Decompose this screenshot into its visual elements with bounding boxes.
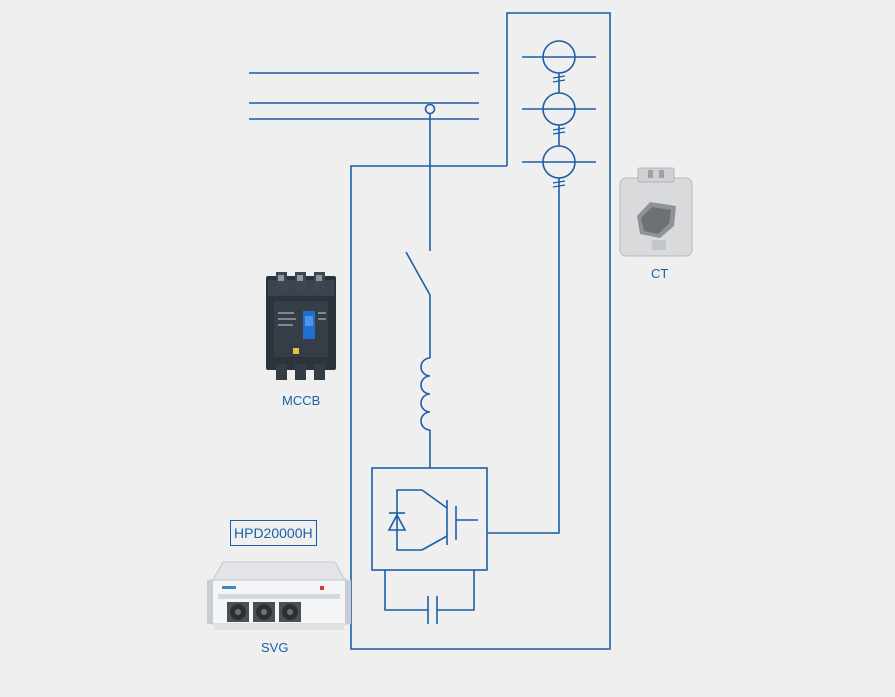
capacitor-wire-right: [437, 570, 475, 611]
ct-signal-wire: [487, 186, 560, 534]
ct-phase-c: [522, 145, 596, 179]
svg-unit-photo: [207, 561, 351, 630]
ct-secondary-marks: [552, 75, 566, 188]
enclosure-loop: [350, 12, 611, 650]
converter-box: [371, 467, 488, 571]
ct-photo: [619, 167, 693, 257]
breaker-switch-blade: [405, 251, 431, 296]
diode-triangle: [387, 513, 407, 531]
ct-label: CT: [651, 266, 669, 281]
mccb-label: MCCB: [282, 393, 321, 408]
diode-wire: [396, 489, 422, 551]
model-number-box: HPD20000H: [230, 520, 317, 546]
mccb-photo: [266, 272, 336, 380]
capacitor-wire-left: [384, 570, 428, 611]
tap-node: [424, 103, 436, 115]
igbt-emitter: [421, 535, 448, 551]
reactor-coil: [420, 357, 431, 431]
ct-phase-b: [522, 92, 596, 126]
svg-label: SVG: [261, 640, 289, 655]
igbt-collector: [421, 489, 448, 509]
ct-phase-a: [522, 40, 596, 74]
